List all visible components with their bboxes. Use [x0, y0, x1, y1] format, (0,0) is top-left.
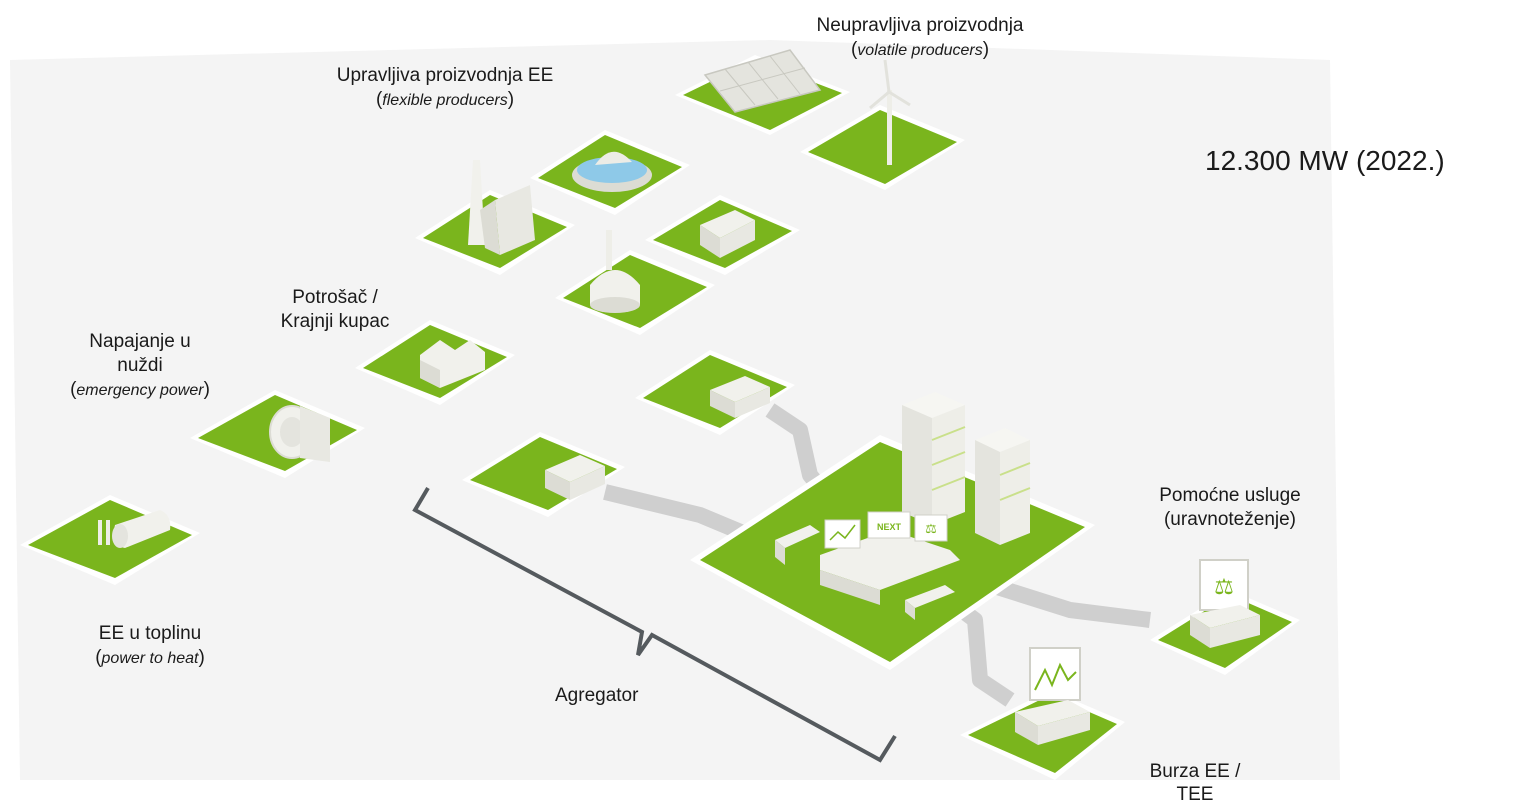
tile-wind — [800, 59, 965, 190]
tile-exchange — [960, 647, 1125, 780]
power-to-heat-title: EE u toplinu — [98, 623, 202, 644]
balance-scale-icon: ⚖ — [1190, 559, 1260, 648]
tile-ancillary: ⚖ — [1150, 559, 1300, 675]
emergency-line2: nuždi — [117, 355, 163, 376]
volatile-title: Neupravljiva proizvodnja — [816, 15, 1024, 36]
label-exchange: Burza EE / TEE — [1125, 760, 1265, 806]
label-power-to-heat: EE u toplinu (power to heat) — [50, 622, 250, 671]
tile-aggregator-upper — [635, 350, 795, 435]
tile-aggregator-lower — [462, 432, 625, 517]
capacity-label: 12.300 MW (2022.) — [1205, 145, 1445, 176]
generator-icon — [269, 405, 330, 462]
label-consumer: Potrošač / Krajnji kupac — [270, 286, 400, 334]
volatile-subtitle: volatile producers — [857, 42, 983, 59]
wind-turbine-icon — [869, 59, 911, 165]
tile-control-center: NEXT ⚖ — [690, 392, 1095, 670]
stock-chart-icon — [1015, 647, 1090, 745]
consumer-line2: Krajnji kupac — [280, 311, 390, 332]
ancillary-line2: (uravnoteženje) — [1163, 509, 1297, 530]
label-emergency-power: Napajanje u nuždi (emergency power) — [40, 330, 240, 403]
emergency-subtitle: emergency power — [76, 382, 204, 399]
solar-panel-icon — [703, 49, 822, 113]
label-volatile-producers: Neupravljiva proizvodnja (volatile produ… — [800, 14, 1040, 63]
aggregator-bracket — [412, 486, 897, 763]
tile-solar — [675, 49, 850, 135]
control-desk-icon: NEXT ⚖ — [820, 511, 960, 605]
exchange-line2: TEE — [1176, 784, 1214, 805]
tile-power-to-heat — [20, 495, 200, 585]
power-to-heat-subtitle: power to heat — [101, 650, 199, 667]
tile-emergency — [190, 390, 365, 478]
svg-text:⚖: ⚖ — [925, 522, 937, 537]
office-tower-icon — [975, 428, 1031, 545]
office-tower-icon — [902, 392, 966, 525]
flexible-title: Upravljiva proizvodnja EE — [336, 65, 554, 86]
tile-coal-plant — [415, 160, 575, 275]
aggregator-label: Agregator — [555, 685, 639, 706]
controller-box-icon — [710, 376, 770, 418]
power-plant-building-icon — [700, 210, 755, 258]
tile-nuclear — [555, 230, 715, 335]
consumer-line1: Potrošač / — [292, 287, 378, 308]
factory-roof-icon — [420, 340, 485, 388]
ancillary-line1: Pomoćne usluge — [1159, 485, 1301, 506]
flexible-subtitle: flexible producers — [382, 92, 508, 109]
tile-gas-plant — [645, 195, 800, 275]
label-flexible-producers: Upravljiva proizvodnja EE (flexible prod… — [320, 64, 570, 113]
tile-consumer — [355, 320, 515, 405]
control-sign-text: NEXT — [877, 522, 902, 532]
emergency-line1: Napajanje u — [89, 331, 191, 352]
tile-hydro — [530, 130, 690, 215]
label-ancillary-services: Pomoćne usluge (uravnoteženje) — [1125, 484, 1335, 532]
svg-text:⚖: ⚖ — [1214, 575, 1234, 600]
exchange-line1: Burza EE / — [1149, 761, 1241, 782]
controller-box-icon — [545, 455, 605, 500]
heat-tank-icon — [98, 510, 171, 548]
cable-paths — [603, 403, 1151, 707]
factory-chimney-icon — [468, 160, 535, 255]
reactor-dome-icon — [590, 230, 640, 313]
